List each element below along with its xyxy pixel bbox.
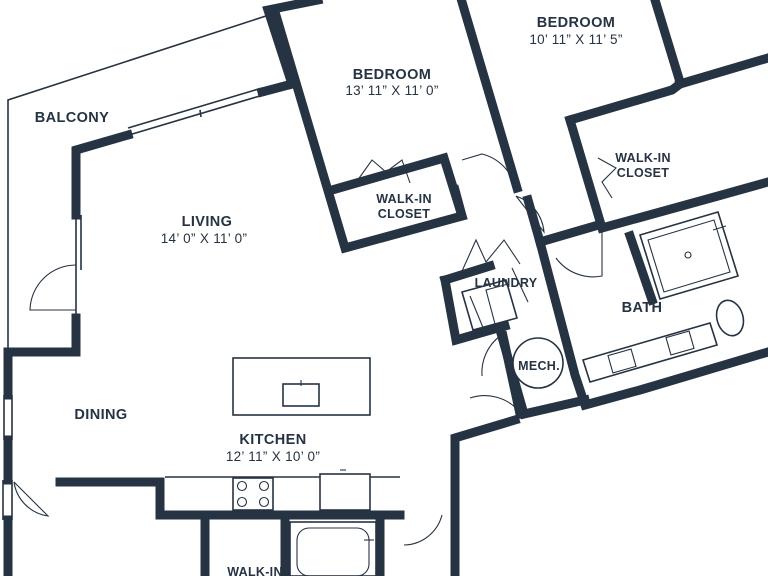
living-label: LIVING [182,214,233,230]
bedroom1-dims: 13’ 11” X 11’ 0” [345,83,438,98]
kitchen-counter [165,469,400,511]
water-heater [512,337,564,389]
bathtub [289,521,377,576]
laundry-machines [461,267,529,331]
kitchen-island [232,357,371,416]
door-swings [13,153,617,546]
bath-label: BATH [622,300,663,316]
windows [2,0,322,520]
walkin2-label-line1: WALK-IN [615,151,671,165]
kitchen-label: KITCHEN [239,432,306,448]
mech-label: MECH. [518,359,560,373]
bath-fixtures [581,211,745,383]
bedroom2-dims: 10’ 11” X 11’ 5” [529,32,622,47]
bedroom2-label: BEDROOM [537,15,616,31]
walkin1-label-line1: WALK-IN [376,192,432,206]
dining-label: DINING [74,407,127,423]
walkin3-label: WALK-IN [227,565,283,576]
balcony-label: BALCONY [35,110,110,126]
kitchen-dims: 12’ 11” X 10’ 0” [226,449,320,464]
living-dims: 14’ 0” X 11’ 0” [161,231,248,246]
room-labels: BALCONY LIVING 14’ 0” X 11’ 0” DINING KI… [35,15,671,576]
walkin1-label-line2: CLOSET [378,207,431,221]
balcony-outline [7,13,273,350]
walkin2-label-line2: CLOSET [617,166,670,180]
walls [3,0,768,576]
laundry-label: LAUNDRY [475,276,538,290]
bedroom1-label: BEDROOM [353,67,432,83]
